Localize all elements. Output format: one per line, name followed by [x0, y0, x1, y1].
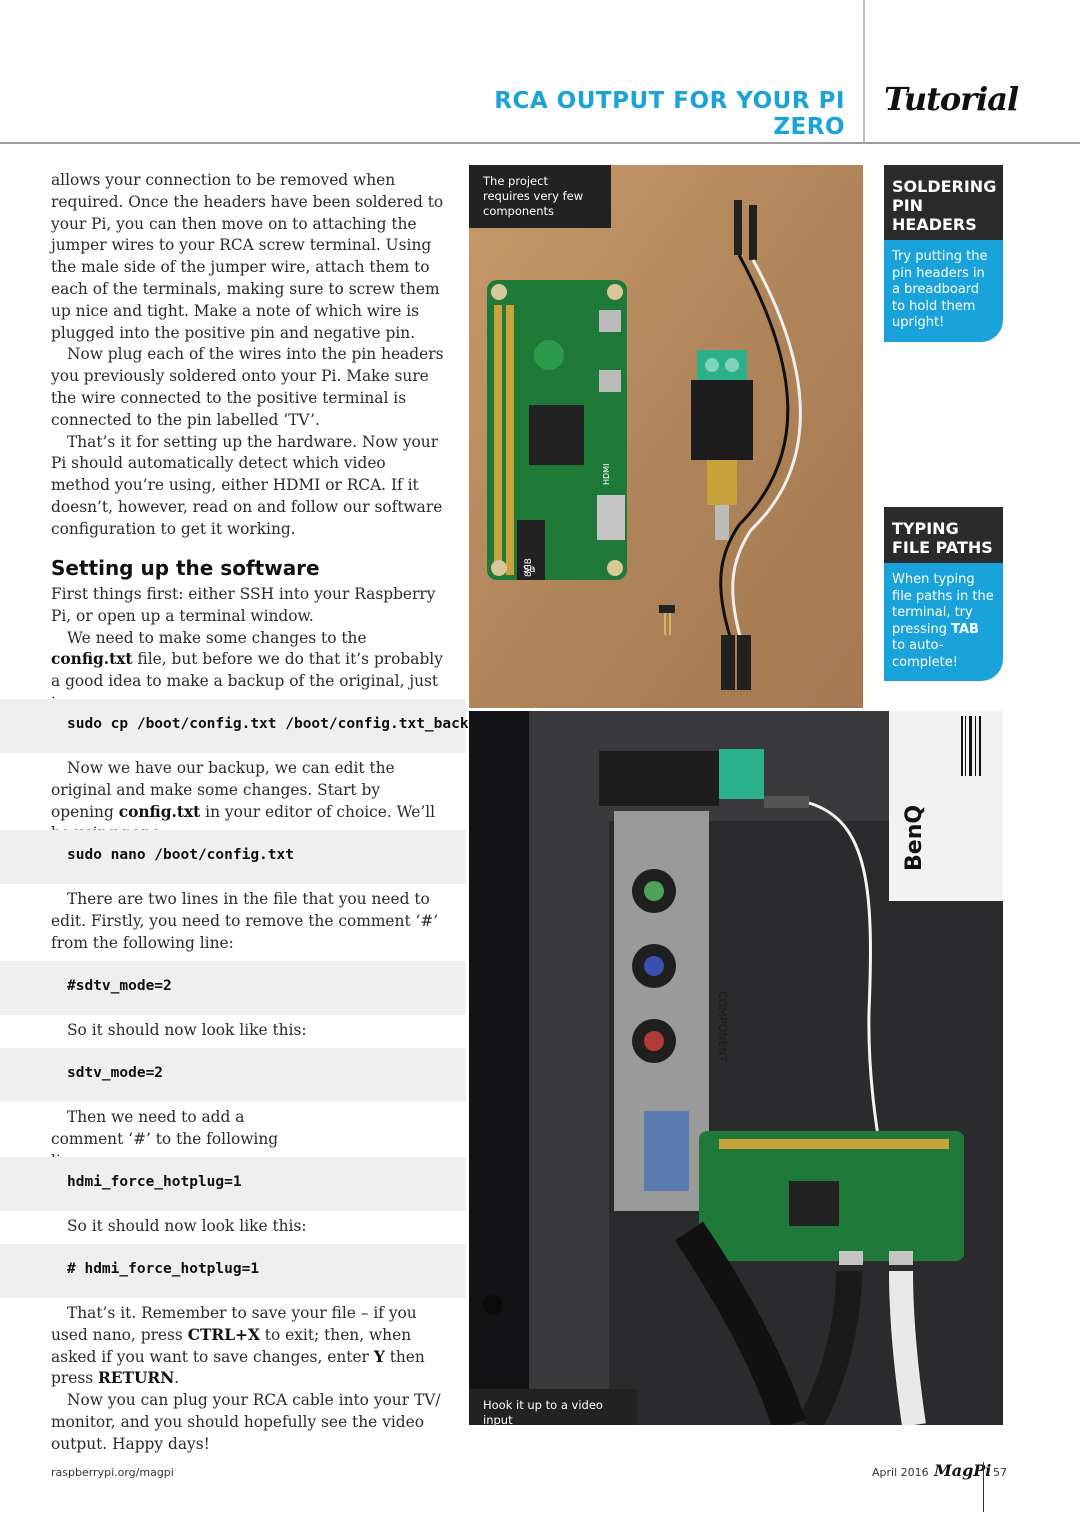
components-illustration: Sa 8GB HDMI [469, 165, 863, 708]
article-title: RCA OUTPUT FOR YOUR PI ZERO [494, 88, 845, 140]
svg-text:COMPONENT: COMPONENT [716, 991, 729, 1063]
code-block: # hdmi_force_hotplug=1 [0, 1244, 466, 1298]
magpi-logo: MagPi [934, 1461, 992, 1480]
svg-text:Sa: Sa [523, 564, 535, 575]
footer-divider [983, 1462, 984, 1512]
code-line: # hdmi_force_hotplug=1 [67, 1261, 260, 1277]
code-line: hdmi_force_hotplug=1 [67, 1174, 242, 1190]
paragraph: That’s it. Remember to save your file – … [51, 1304, 425, 1388]
paragraph: So it should now look like this: [67, 1021, 307, 1039]
monitor-photo: BenQ COMPONENT Hook it up to a video inp… [469, 711, 1003, 1425]
svg-text:BenQ: BenQ [902, 805, 927, 871]
filename: config.txt [118, 802, 201, 821]
body-text: There are two lines in the file that you… [51, 889, 446, 954]
body-text: Now we have our backup, we can edit the … [51, 758, 446, 845]
paragraph: Now you can plug your RCA cable into you… [51, 1391, 441, 1453]
body-text-intro: allows your connection to be removed whe… [51, 170, 446, 541]
svg-text:HDMI: HDMI [602, 464, 611, 485]
components-photo: Sa 8GB HDMI The project requires very fe… [469, 165, 863, 708]
tip-title: SOLDERING PIN HEADERS [884, 165, 1003, 240]
tip-title: TYPING FILE PATHS [884, 507, 1003, 563]
code-line: sudo cp /boot/config.txt /boot/config.tx… [67, 716, 487, 732]
code-block: #sdtv_mode=2 [0, 961, 466, 1015]
paragraph: We need to make some changes to the conf… [51, 628, 443, 712]
paragraph: There are two lines in the file that you… [51, 890, 439, 952]
code-block: hdmi_force_hotplug=1 [0, 1157, 466, 1211]
body-text-software: First things first: either SSH into your… [51, 584, 446, 715]
footer-date: April 2016 [872, 1466, 929, 1479]
code-line: sdtv_mode=2 [67, 1065, 164, 1081]
body-text: So it should now look like this: [51, 1216, 446, 1238]
tip-box-soldering: SOLDERING PIN HEADERS Try putting the pi… [884, 165, 1003, 342]
paragraph: That’s it for setting up the hardware. N… [51, 432, 443, 538]
page-number: 57 [993, 1466, 1007, 1479]
svg-text:8GB: 8GB [524, 558, 534, 577]
monitor-illustration: BenQ COMPONENT [469, 711, 1003, 1425]
code-line: #sdtv_mode=2 [67, 978, 172, 994]
subheading: Setting up the software [51, 556, 320, 580]
screw-terminal [697, 350, 747, 380]
header-divider [863, 0, 865, 143]
code-line: sudo nano /boot/config.txt [67, 847, 294, 863]
photo-caption: Hook it up to a video input [469, 1389, 637, 1425]
paragraph: First things first: either SSH into your… [51, 585, 436, 625]
tip-box-file-paths: TYPING FILE PATHS When typing file paths… [884, 507, 1003, 681]
footer-url: raspberrypi.org/magpi [51, 1466, 174, 1479]
paragraph: So it should now look like this: [67, 1217, 307, 1235]
paragraph: Now we have our backup, we can edit the … [51, 759, 436, 842]
photo-caption: The project requires very few components [469, 165, 611, 228]
body-text-conclusion: That’s it. Remember to save your file – … [51, 1303, 446, 1456]
paragraph: allows your connection to be removed whe… [51, 171, 444, 342]
tip-body: When typing file paths in the terminal, … [892, 572, 994, 670]
code-block: sudo cp /boot/config.txt /boot/config.tx… [0, 699, 486, 753]
section-label: Tutorial [884, 80, 1019, 118]
paragraph: Now plug each of the wires into the pin … [51, 345, 444, 429]
filename: config.txt [51, 650, 133, 669]
tip-body: Try putting the pin headers in a breadbo… [892, 249, 988, 330]
code-block: sdtv_mode=2 [0, 1048, 466, 1102]
code-block: sudo nano /boot/config.txt [0, 830, 466, 884]
body-text: So it should now look like this: [51, 1020, 446, 1042]
header-rule [0, 142, 1080, 144]
